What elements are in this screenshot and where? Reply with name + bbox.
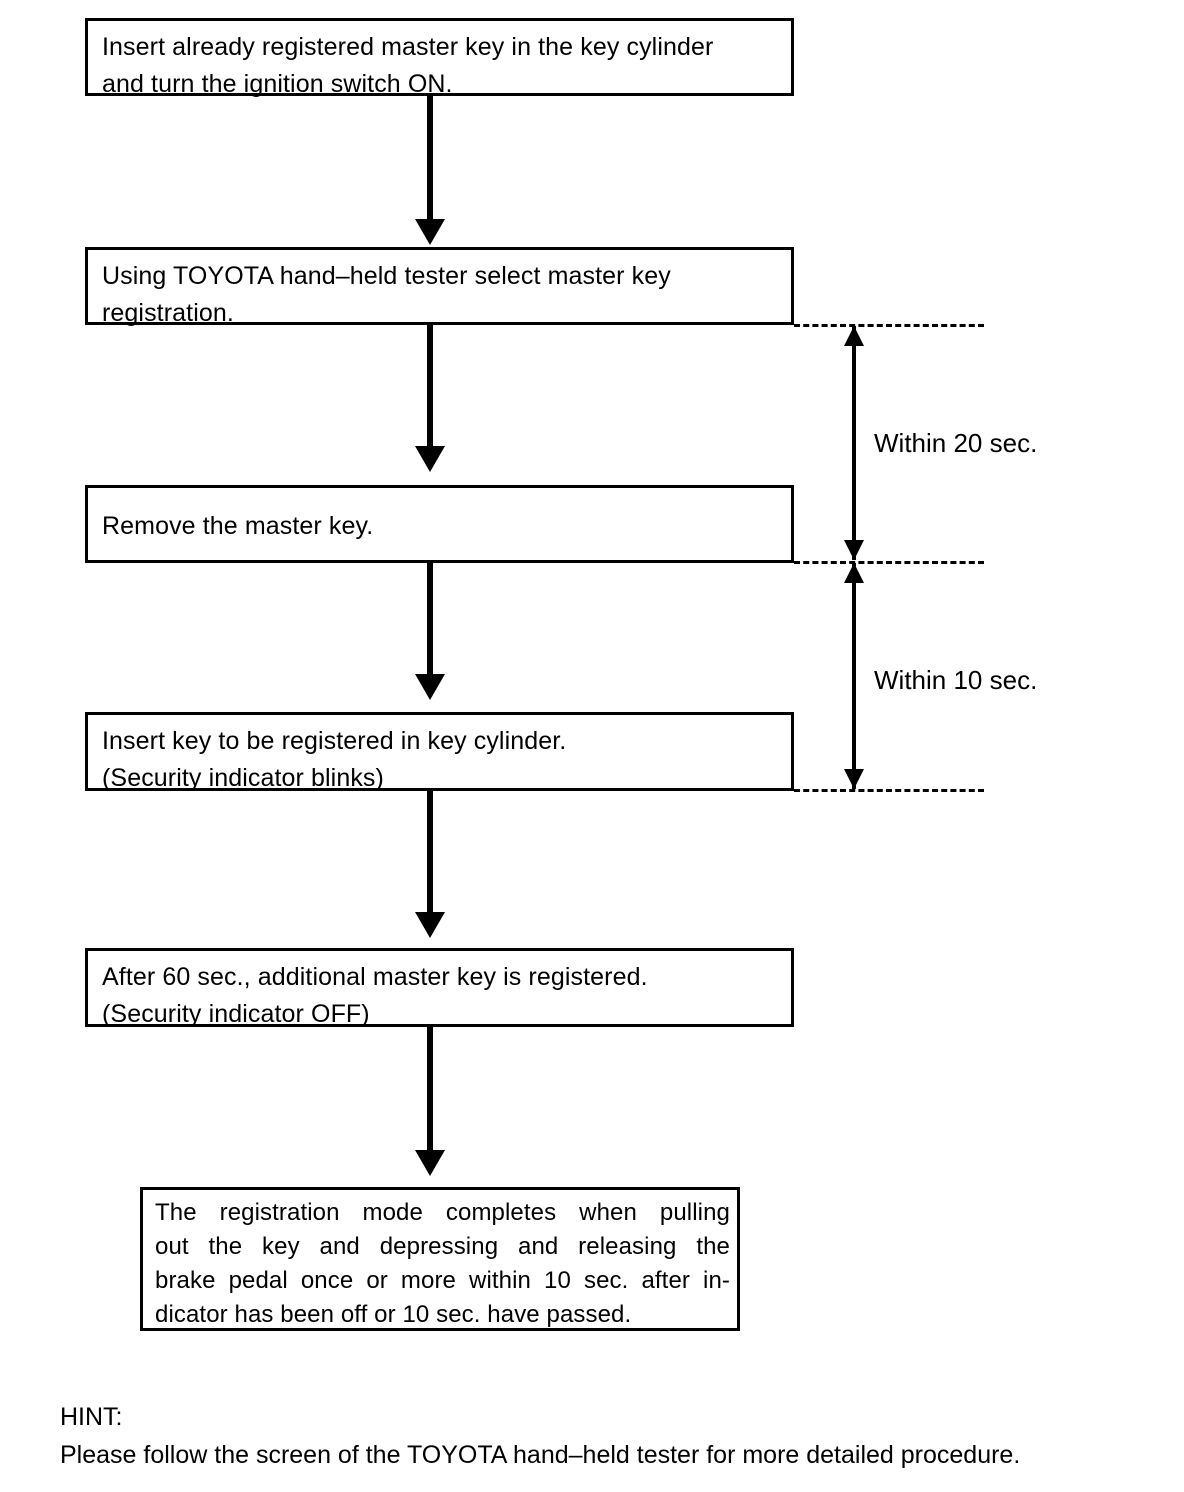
hint-block: HINT: Please follow the screen of the TO… (60, 1398, 1160, 1474)
flow-step-6-line-3: brake pedal once or more within 10 sec. … (155, 1267, 730, 1294)
flow-step-5-box: After 60 sec., additional master key is … (85, 948, 794, 1028)
timing-2-arrow-down-icon (844, 769, 864, 789)
flow-step-1-line-2: and turn the ignition switch ON. (102, 70, 453, 98)
connector-line-step2-step3 (427, 325, 433, 452)
dashed-leader-line-bottom (794, 789, 984, 792)
arrow-down-icon-step5-step6 (415, 1150, 445, 1176)
arrow-down-icon-step2-step3 (415, 446, 445, 472)
flow-step-6-line-4: dicator has been off or 10 sec. have pas… (155, 1301, 632, 1328)
timing-2-label: Within 10 sec. (874, 665, 1038, 695)
connector-line-step1-step2 (427, 96, 433, 224)
connector-line-step5-step6 (427, 1027, 433, 1162)
flow-step-2-line-2: registration. (102, 299, 234, 327)
flow-step-1-line-1: Insert already registered master key in … (102, 33, 714, 61)
connector-line-step4-step5 (427, 791, 433, 925)
flow-step-6-line-1: The registration mode completes when pul… (155, 1199, 730, 1226)
flow-step-6-line-2: out the key and depressing and releasing… (155, 1233, 730, 1260)
arrow-down-icon-step4-step5 (415, 912, 445, 938)
timing-1-shaft (852, 326, 856, 560)
flow-step-5-line-1: After 60 sec., additional master key is … (102, 963, 648, 991)
flow-step-6-box: The registration mode completes when pul… (140, 1187, 740, 1331)
timing-1-arrow-down-icon (844, 540, 864, 560)
timing-1-label: Within 20 sec. (874, 428, 1038, 458)
timing-1-arrow-up-icon (844, 326, 864, 346)
flow-step-1-box: Insert already registered master key in … (85, 18, 794, 98)
flow-step-3-box: Remove the master key. (85, 485, 794, 563)
hint-text: Please follow the screen of the TOYOTA h… (60, 1441, 1021, 1469)
arrow-down-icon-step1-step2 (415, 219, 445, 245)
flow-step-4-box: Insert key to be registered in key cylin… (85, 712, 794, 792)
flow-step-4-line-2: (Security indicator blinks) (102, 764, 384, 792)
timing-2-arrow-up-icon (844, 563, 864, 583)
dashed-leader-line-middle (794, 561, 984, 564)
flow-step-2-box: Using TOYOTA hand–held tester select mas… (85, 247, 794, 327)
dashed-leader-line-top (794, 324, 984, 327)
arrow-down-icon-step3-step4 (415, 674, 445, 700)
flow-step-3-line-1: Remove the master key. (102, 512, 374, 540)
flow-step-4-line-1: Insert key to be registered in key cylin… (102, 727, 567, 755)
flow-step-2-line-1: Using TOYOTA hand–held tester select mas… (102, 262, 671, 290)
connector-line-step3-step4 (427, 563, 433, 688)
hint-heading: HINT: (60, 1403, 123, 1431)
flow-step-5-line-2: (Security indicator OFF) (102, 1000, 370, 1028)
timing-2-shaft (852, 563, 856, 789)
